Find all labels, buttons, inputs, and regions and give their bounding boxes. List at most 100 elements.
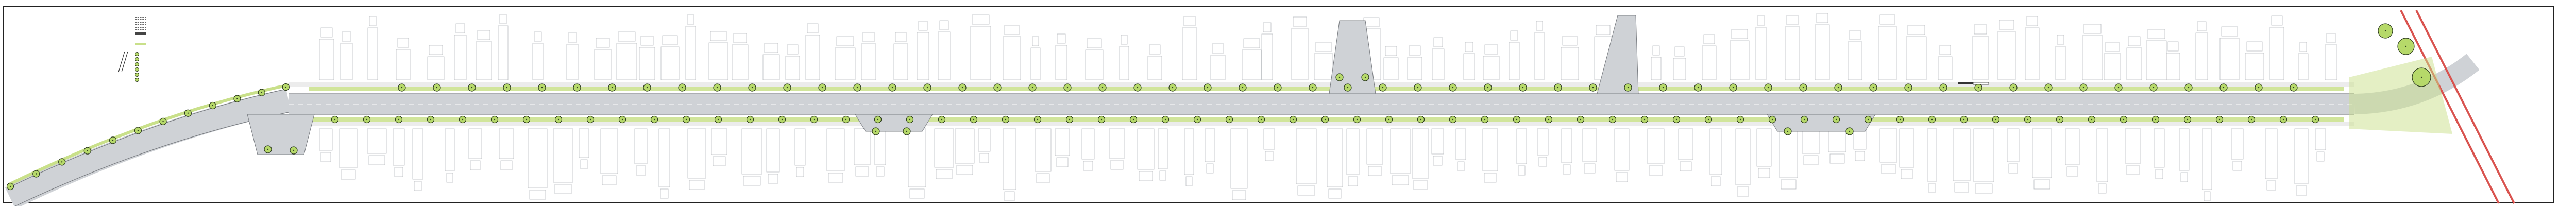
building-outline	[1855, 151, 1865, 161]
building-outline	[1562, 36, 1578, 46]
tree-icon	[135, 52, 139, 56]
building-outline	[1413, 180, 1428, 190]
building-outline	[1348, 176, 1358, 186]
building-outline	[972, 14, 990, 25]
tree-trunk-icon	[2188, 87, 2190, 89]
tree-trunk-icon	[821, 87, 823, 89]
tree-trunk-icon	[2218, 118, 2221, 121]
building-outline	[2166, 53, 2180, 80]
building-outline	[762, 54, 780, 80]
building-outline	[2315, 128, 2326, 150]
building-outline	[855, 166, 869, 177]
tree-trunk-icon	[1069, 118, 1071, 121]
legend-swatch	[135, 16, 146, 20]
building-outline	[1879, 14, 1895, 25]
tree-trunk-icon	[1995, 118, 1997, 121]
building-outline	[1906, 36, 1927, 80]
building-outline	[2083, 24, 2102, 34]
building-outline	[1057, 33, 1066, 44]
building-outline	[468, 128, 482, 159]
building-outline	[1901, 169, 1913, 179]
tree-trunk-icon	[1849, 130, 1851, 132]
tree-trunk-icon	[2314, 118, 2316, 121]
tree-trunk-icon	[112, 140, 114, 141]
building-outline	[956, 165, 973, 175]
tree-trunk-icon	[1487, 87, 1489, 89]
legend-item	[135, 26, 233, 31]
building-outline	[835, 47, 856, 80]
building-outline	[660, 188, 669, 199]
building-outline	[1673, 58, 1686, 80]
tree-trunk-icon	[1931, 118, 1933, 121]
building-outline	[1210, 55, 1226, 80]
building-outline	[580, 159, 588, 169]
tree-trunk-icon	[749, 118, 751, 121]
building-outline	[1182, 27, 1197, 80]
building-outline	[2269, 27, 2284, 80]
legend-item	[135, 67, 233, 72]
tree-trunk-icon	[1452, 87, 1454, 89]
building-outline	[2082, 35, 2103, 80]
building-outline	[500, 160, 513, 170]
tree-trunk-icon	[1005, 118, 1007, 121]
tree-trunk-icon	[1228, 118, 1230, 121]
building-outline	[710, 31, 727, 41]
verge-north	[309, 87, 2344, 91]
building-outline	[794, 128, 806, 166]
building-outline	[342, 31, 351, 42]
tree-trunk-icon	[2047, 87, 2049, 89]
tree-trunk-icon	[2153, 87, 2155, 89]
building-outline	[1651, 57, 1662, 80]
tree-trunk-icon	[961, 87, 963, 89]
building-outline	[1030, 47, 1041, 80]
tree-icon	[135, 78, 139, 82]
tree-trunk-icon	[162, 121, 164, 123]
building-outline	[1881, 164, 1896, 174]
building-outline	[743, 176, 761, 186]
building-outline	[2246, 41, 2263, 52]
building-outline	[768, 174, 778, 184]
building-outline	[1032, 36, 1039, 46]
tree-trunk-icon	[717, 118, 719, 121]
tree-trunk-icon	[751, 87, 753, 89]
tree-trunk-icon	[1132, 118, 1134, 121]
tree-trunk-icon	[1697, 87, 1699, 89]
building-outline	[1433, 37, 1443, 47]
building-outline	[477, 30, 490, 40]
building-outline	[639, 47, 655, 80]
building-outline	[2232, 161, 2242, 171]
building-outline	[2007, 128, 2020, 162]
tree-trunk-icon	[1312, 87, 1314, 89]
building-outline	[895, 32, 907, 42]
building-outline	[2180, 172, 2188, 182]
building-outline	[733, 33, 747, 43]
building-outline	[412, 128, 423, 180]
building-outline	[1315, 42, 1332, 52]
building-outline	[1649, 165, 1663, 176]
building-outline	[446, 173, 453, 183]
building-outline	[708, 42, 728, 80]
tree-trunk-icon	[36, 173, 37, 175]
building-outline	[2221, 26, 2238, 37]
building-outline	[1212, 43, 1224, 54]
tree-trunk-icon	[1803, 118, 1805, 121]
building-outline	[1149, 44, 1161, 55]
legend-item	[135, 36, 233, 41]
building-outline	[2104, 53, 2121, 80]
tree-trunk-icon	[1675, 118, 1677, 121]
building-outline	[1954, 182, 1969, 193]
building-outline	[689, 180, 705, 190]
legend-item	[135, 57, 233, 62]
legend-item	[135, 77, 233, 82]
building-outline	[1972, 36, 1989, 80]
building-outline	[2057, 35, 2064, 45]
building-outline	[634, 128, 648, 164]
tree-trunk-icon	[526, 118, 528, 121]
building-outline	[1003, 36, 1021, 80]
building-outline	[1849, 30, 1861, 40]
building-outline	[917, 32, 929, 80]
building-outline	[1232, 190, 1246, 200]
tree-trunk-icon	[1643, 118, 1646, 121]
tree-trunk-icon	[1548, 118, 1550, 121]
legend-item	[135, 46, 233, 52]
